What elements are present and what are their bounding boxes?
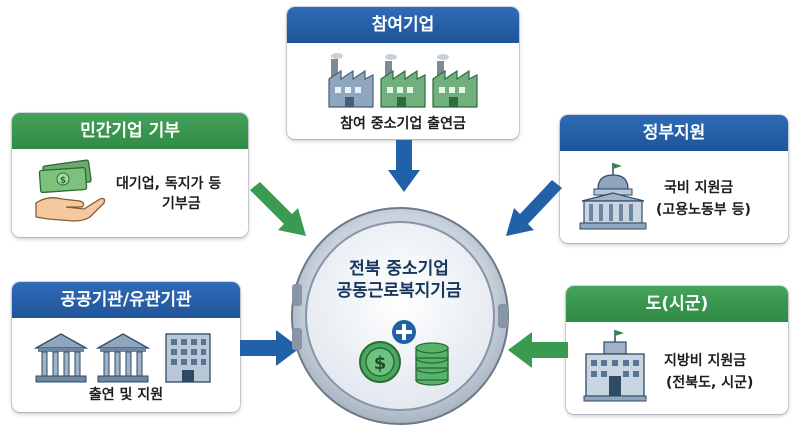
svg-text:$: $ [374,353,387,374]
public-buildings-icon [34,330,220,386]
government-support-title: 정부지원 [560,115,788,151]
private-donation-title: 민간기업 기부 [12,113,248,149]
arrow-left-bottom [240,330,300,366]
fund-name-line1: 전북 중소기업 [349,259,449,279]
province-city-desc-1: 지방비 지원금 [664,353,747,369]
government-support-card: 정부지원 국비 지원금 (고용노동부 등) [560,115,788,243]
capitol-building-icon [576,161,650,231]
government-support-desc-1: 국비 지원금 [664,180,734,196]
city-hall-icon [582,328,648,402]
vault-icon [291,207,509,425]
coins-plus-icon: $ [359,320,449,386]
province-city-title: 도(시군) [566,286,788,322]
arrow-left-top [250,182,306,236]
government-support-desc-2: (고용노동부 등) [656,202,751,218]
fund-name-line2: 공동근로복지기금 [336,281,462,301]
province-city-desc-2: (전북도, 시군) [666,375,754,391]
participating-companies-card: 참여기업 [287,7,519,139]
factory-icon [327,51,479,109]
private-donation-card: 민간기업 기부 $ 대기업, 독지가 등 기부금 [12,113,248,237]
participating-companies-title: 참여기업 [287,7,519,43]
participating-companies-desc: 참여 중소기업 출연금 [340,116,466,132]
public-agencies-desc: 출연 및 지원 [88,387,164,403]
arrow-right-bottom [508,332,568,368]
money-hand-icon: $ [34,159,108,223]
public-agencies-title: 공공기관/유관기관 [12,282,240,318]
arrow-right-top [506,180,562,236]
province-city-card: 도(시군) 지방비 지원금 (전북도, 시군) [566,286,788,414]
private-donation-desc-2: 기부금 [162,196,201,212]
svg-text:$: $ [60,176,66,186]
fund-name: 전북 중소기업 공동근로복지기금 [300,258,498,302]
private-donation-desc-1: 대기업, 독지가 등 [116,176,222,192]
arrow-top-down [388,140,420,192]
public-agencies-card: 공공기관/유관기관 출연 및 지원 [12,282,240,412]
